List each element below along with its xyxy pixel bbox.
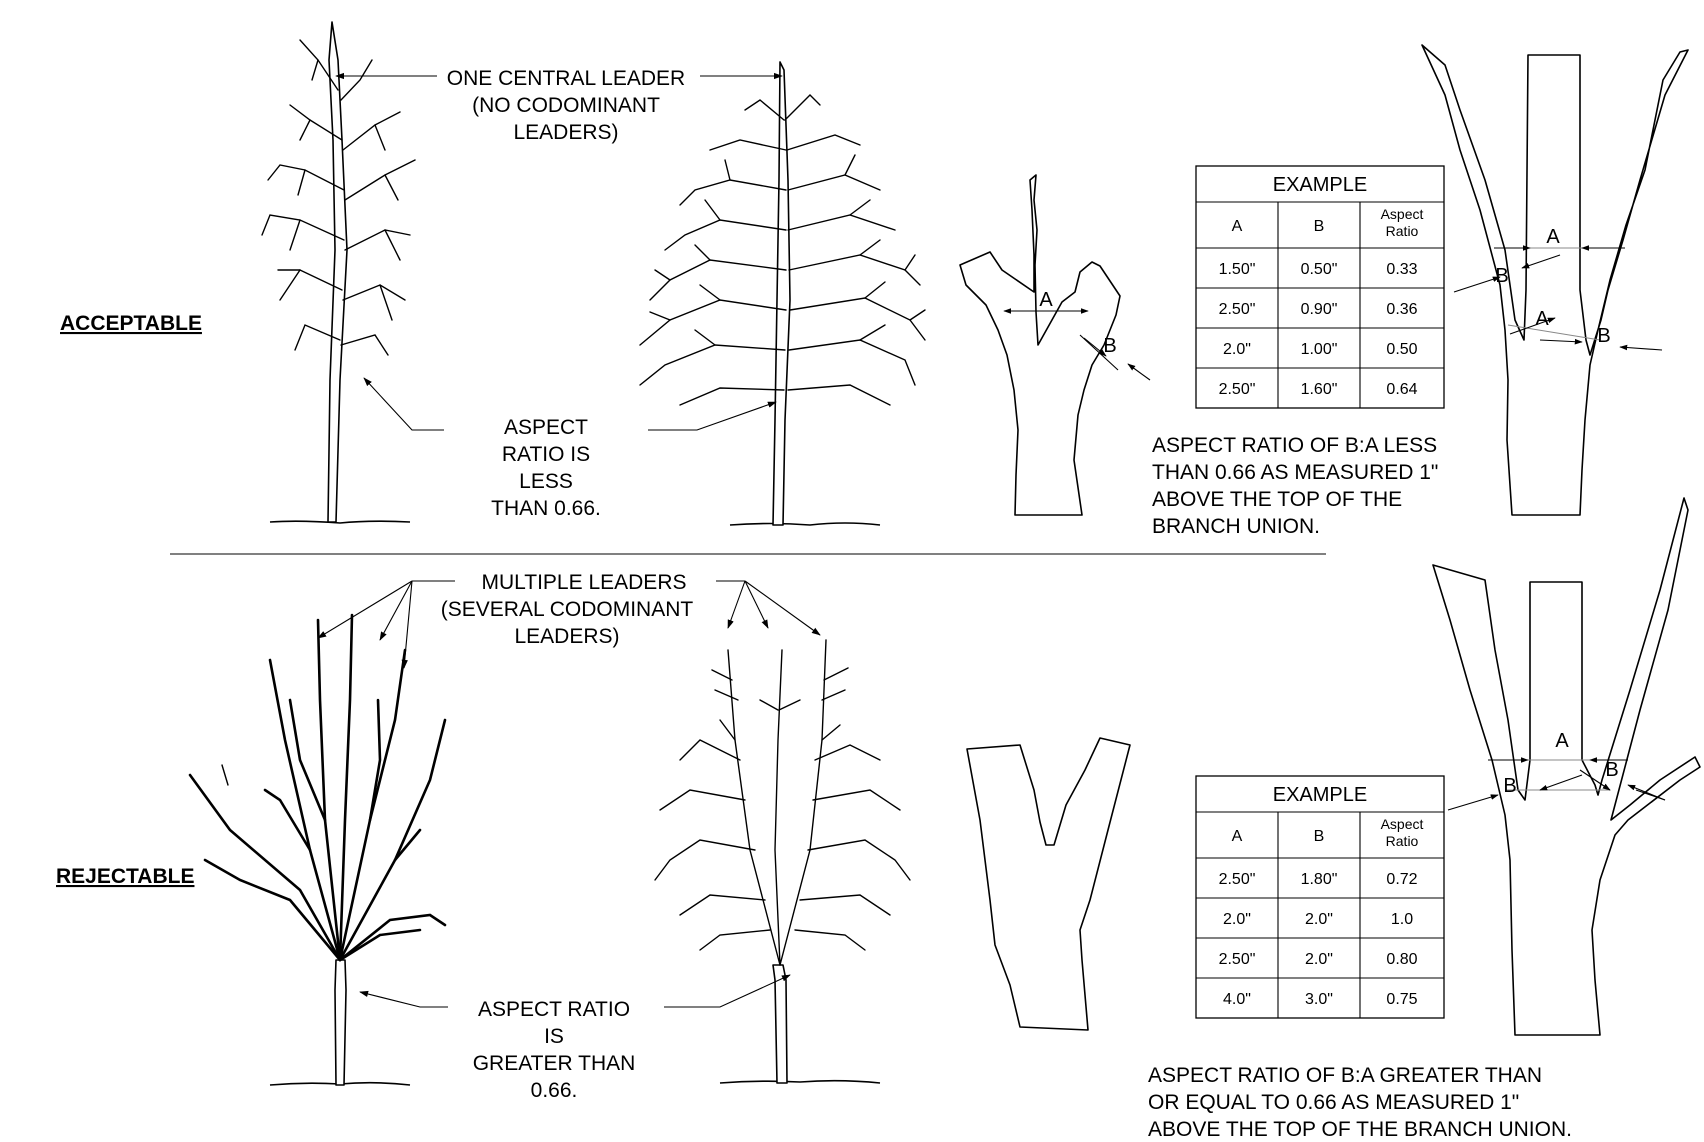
note-rejectable-line-2: OR EQUAL TO 0.66 AS MEASURED 1": [1148, 1091, 1519, 1114]
dim-b-label-left: B: [1495, 265, 1508, 287]
tree-young-multiple-leaders: [190, 615, 445, 1085]
table-cell: 2.0": [1305, 951, 1333, 968]
table-header-cell: B: [1314, 828, 1325, 845]
note-rejectable: ASPECT RATIO OF B:A GREATER THAN OR EQUA…: [1148, 1064, 1572, 1141]
rejectable-heading: REJECTABLE: [56, 865, 194, 888]
table-title: EXAMPLE: [1273, 784, 1367, 806]
table-header-cell: A: [1232, 828, 1243, 845]
table-header-cell: Ratio: [1386, 223, 1419, 239]
callout-one-central-leader: ONE CENTRAL LEADER (NO CODOMINANT LEADER…: [447, 67, 685, 144]
table-cell: 0.50": [1301, 261, 1338, 278]
table-cell: 0.72: [1386, 871, 1417, 888]
table-cell: 1.0: [1391, 911, 1413, 928]
table-cell: 2.0": [1223, 911, 1251, 928]
dim-b-label-reject-right: B: [1605, 759, 1618, 781]
dim-a-label-upper: A: [1546, 226, 1560, 248]
branch-diagram-acceptable: A B A B: [1422, 45, 1688, 515]
table-cell: 0.33: [1386, 261, 1417, 278]
table-header-cell: Aspect: [1381, 206, 1424, 222]
branch-union-acceptable-detail: A B: [960, 175, 1150, 515]
callout-aspect-greater-line-1: ASPECT RATIO: [478, 998, 630, 1021]
callout-aspect-less-line-3: LESS: [519, 470, 573, 493]
callout-one-leader-line-3: LEADERS): [513, 121, 618, 144]
note-acceptable-line-2: THAN 0.66 AS MEASURED 1": [1152, 461, 1438, 484]
note-acceptable-line-3: ABOVE THE TOP OF THE: [1152, 488, 1402, 511]
tree-young-central-leader: [262, 22, 415, 523]
tree-mature-multiple-leaders: [655, 640, 910, 1083]
note-rejectable-line-3: ABOVE THE TOP OF THE BRANCH UNION.: [1148, 1118, 1572, 1141]
callout-aspect-greater-line-4: 0.66.: [531, 1079, 578, 1102]
note-acceptable: ASPECT RATIO OF B:A LESS THAN 0.66 AS ME…: [1152, 434, 1438, 538]
note-acceptable-line-1: ASPECT RATIO OF B:A LESS: [1152, 434, 1437, 457]
callout-aspect-greater-line-2: IS: [544, 1025, 564, 1048]
table-header-cell: Aspect: [1381, 816, 1424, 832]
callout-aspect-ratio-greater: ASPECT RATIO IS GREATER THAN 0.66.: [473, 998, 636, 1102]
dim-b-label: B: [1103, 335, 1116, 357]
dim-b-label-right: B: [1597, 325, 1610, 347]
table-cell: 2.50": [1219, 301, 1256, 318]
table-cell: 2.0": [1223, 341, 1251, 358]
dim-b-label-reject-left: B: [1503, 775, 1516, 797]
table-cell: 2.50": [1219, 871, 1256, 888]
dim-a-label: A: [1039, 289, 1053, 311]
callout-multiple-leaders-line-2: (SEVERAL CODOMINANT: [441, 598, 694, 621]
callout-multiple-leaders: MULTIPLE LEADERS (SEVERAL CODOMINANT LEA…: [441, 571, 694, 648]
table-cell: 0.90": [1301, 301, 1338, 318]
table-cell: 0.50: [1386, 341, 1417, 358]
callout-aspect-less-line-4: THAN 0.66.: [491, 497, 601, 520]
table-cell: 2.0": [1305, 911, 1333, 928]
table-cell: 1.60": [1301, 381, 1338, 398]
table-cell: 1.50": [1219, 261, 1256, 278]
callout-multiple-leaders-line-3: LEADERS): [514, 625, 619, 648]
table-cell: 0.75: [1386, 991, 1417, 1008]
dim-a-label-reject: A: [1555, 730, 1569, 752]
table-cell: 1.00": [1301, 341, 1338, 358]
branch-union-rejectable-detail: [967, 738, 1130, 1030]
table-title: EXAMPLE: [1273, 174, 1367, 196]
branch-diagram-rejectable: A B B: [1433, 498, 1700, 1035]
table-cell: 2.50": [1219, 381, 1256, 398]
table-cell: 2.50": [1219, 951, 1256, 968]
table-header-cell: A: [1232, 218, 1243, 235]
table-header-cell: B: [1314, 218, 1325, 235]
callout-one-leader-line-2: (NO CODOMINANT: [472, 94, 660, 117]
callout-aspect-ratio-less: ASPECT RATIO IS LESS THAN 0.66.: [491, 416, 601, 520]
acceptable-heading: ACCEPTABLE: [60, 312, 202, 335]
table-cell: 0.36: [1386, 301, 1417, 318]
callout-aspect-less-line-2: RATIO IS: [502, 443, 590, 466]
note-rejectable-line-1: ASPECT RATIO OF B:A GREATER THAN: [1148, 1064, 1542, 1087]
table-cell: 0.80: [1386, 951, 1417, 968]
table-cell: 0.64: [1386, 381, 1417, 398]
table-cell: 4.0": [1223, 991, 1251, 1008]
dim-a-label-lower: A: [1535, 308, 1549, 330]
tree-mature-central-leader: [640, 62, 925, 525]
table-header-cell: Ratio: [1386, 833, 1419, 849]
callout-aspect-greater-line-3: GREATER THAN: [473, 1052, 636, 1075]
callout-aspect-less-line-1: ASPECT: [504, 416, 588, 439]
note-acceptable-line-4: BRANCH UNION.: [1152, 515, 1320, 538]
table-cell: 3.0": [1305, 991, 1333, 1008]
callout-multiple-leaders-line-1: MULTIPLE LEADERS: [481, 571, 686, 594]
table-cell: 1.80": [1301, 871, 1338, 888]
callout-one-leader-line-1: ONE CENTRAL LEADER: [447, 67, 685, 90]
